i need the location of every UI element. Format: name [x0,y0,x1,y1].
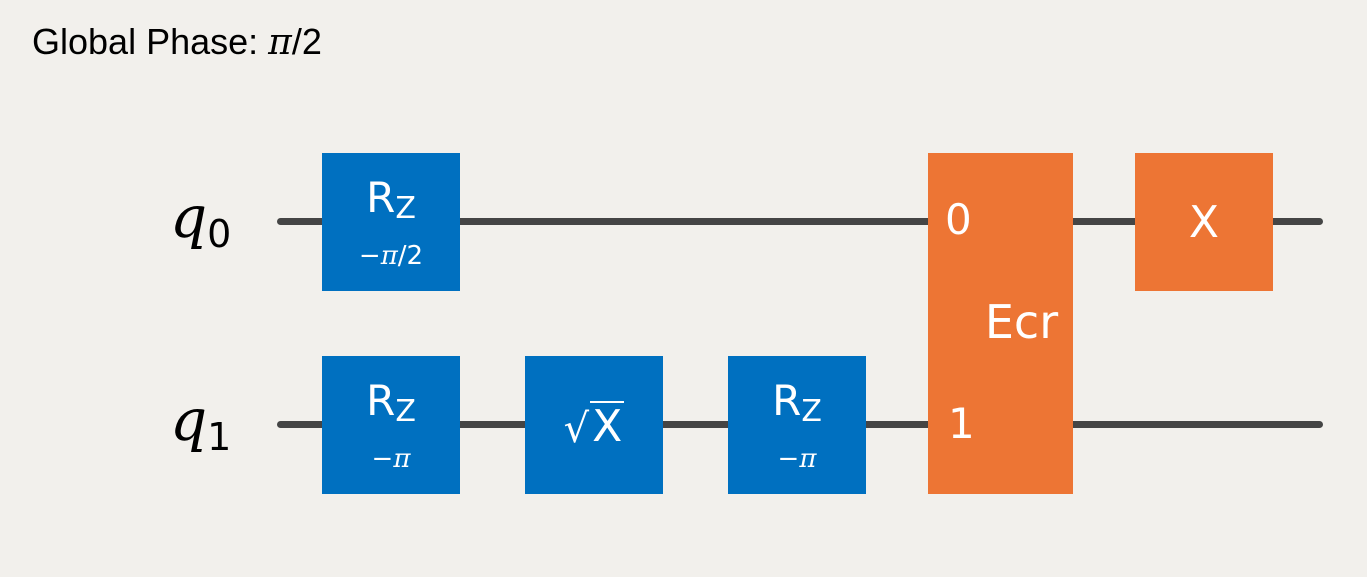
rz-gate-q1-second[interactable]: RZ −π [728,356,866,494]
gate-subscript: Z [801,394,822,429]
param-sign: − [777,444,800,474]
gate-name: R [366,376,396,425]
gate-label: RZ [728,380,866,427]
rz-gate-q1-first[interactable]: RZ −π [322,356,460,494]
qubit-index: 0 [207,212,232,256]
param-symbol: π [799,444,817,474]
gate-label: RZ [322,380,460,427]
gate-label: √X [525,356,663,494]
sqrt-x-symbol: √X [564,401,625,449]
qubit-index: 1 [207,415,232,459]
gate-name: R [772,376,802,425]
param-rest: /2 [397,241,424,271]
global-phase-text: Global Phase: [32,21,269,62]
ecr-port-1: 1 [948,399,975,448]
param-symbol: π [393,444,411,474]
gate-subscript: Z [395,191,416,226]
gate-label: RZ [322,177,460,224]
global-phase-label: Global Phase: π/2 [32,24,322,61]
gate-parameter: −π [728,446,866,472]
param-sign: − [358,241,381,271]
x-gate-q0[interactable]: X [1135,153,1273,291]
gate-name: X [590,401,625,452]
wire-q0 [277,218,1323,225]
radical-sign: √ [563,406,590,452]
global-phase-pi: π [268,22,292,63]
param-symbol: π [380,241,398,271]
gate-name: X [1188,196,1220,248]
ecr-gate-name: Ecr [984,295,1059,349]
global-phase-rest: /2 [291,21,322,62]
gate-parameter: −π [322,446,460,472]
sx-gate-q1[interactable]: √X [525,356,663,494]
param-sign: − [371,444,394,474]
qubit-label-q1: q1 [170,391,231,456]
ecr-gate[interactable]: 0 Ecr 1 [928,153,1073,494]
ecr-port-0: 0 [945,195,972,244]
gate-subscript: Z [395,394,416,429]
gate-name: R [366,173,396,222]
qubit-letter: q [170,386,208,454]
gate-parameter: −π/2 [322,243,460,269]
qubit-label-q0: q0 [170,188,231,253]
qubit-letter: q [170,183,208,251]
rz-gate-q0[interactable]: RZ −π/2 [322,153,460,291]
